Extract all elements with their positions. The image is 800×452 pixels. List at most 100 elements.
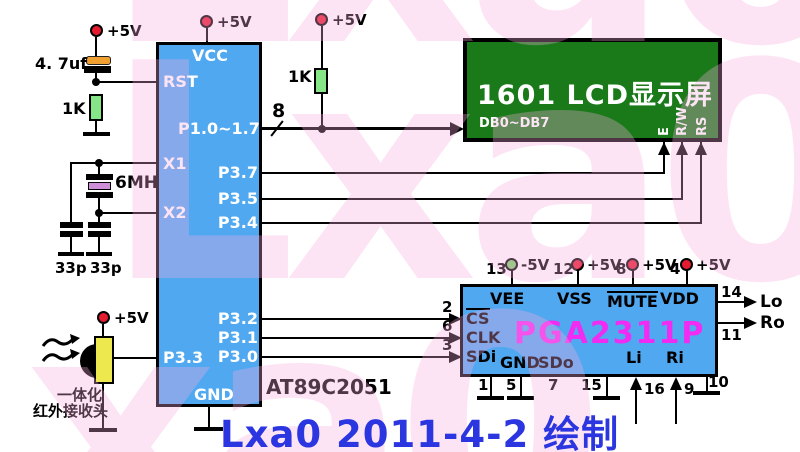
lcd-pin-rs: RS [695,116,710,136]
pga-pin-num: 12 [553,260,574,278]
power-5v-node [626,258,639,271]
junction-dot [318,125,326,133]
wire-p35-rw [262,198,683,200]
pga-pin-num: 4 [670,260,681,278]
mcu-pin-rst: RST [163,72,198,91]
wire [102,324,104,337]
ground-bar [83,132,110,136]
power-5v-node [90,24,103,37]
wire [102,384,104,429]
resistor-1k-label: 1K [62,99,86,118]
wire [321,26,323,68]
power-5v-node [571,258,584,271]
wire-p30-sdi [262,356,450,358]
resistor-1k-label: 1K [288,67,312,86]
arrow-into-pga [449,313,462,325]
wire [577,270,579,284]
arrow-into-ri [670,377,682,390]
pga-pin-num: 11 [721,326,742,344]
pga-name-label: PGA2311P [514,316,706,351]
wire [98,237,100,252]
pga-pin-num: 16 [644,380,665,398]
wire [95,37,97,57]
crystal-plate [86,174,113,180]
supply-label: +5V [217,13,252,31]
capacitor-33p-plate [88,222,111,228]
wire [511,270,513,284]
arrow-into-lcd [676,142,688,155]
wire [70,237,72,252]
mcu-pin-p1: P1.0~1.7 [178,119,260,138]
power-5v-node [680,258,693,271]
power-5v-node [200,15,213,28]
capacitor-33p-label: 33p [90,259,122,277]
wire-p37-e [663,142,665,173]
power-5v-node [315,13,328,26]
mcu-pin-x1: X1 [163,154,187,173]
pga-pin-cs: CS [466,308,490,327]
wire [206,28,208,42]
arrow-into-lcd [658,142,670,155]
crystal-body [88,182,111,190]
wire [208,407,210,428]
capacitor-33p-label: 33p [55,259,87,277]
bus-wire-p1 [262,127,452,130]
arrow-into-pga [449,332,462,344]
ir-label-line2: 红外接收头 [33,402,109,420]
pga-pin-vee: VEE [490,289,525,308]
pga-pin-ri: Ri [666,348,684,367]
lcd-title: 1601 LCD显示屏 [477,80,713,111]
supply-label: +5V [696,256,731,274]
mcu-pin-p30: P3.0 [217,347,258,366]
mcu-pin-p31: P3.1 [217,328,258,347]
resistor-1k-lcd [314,68,328,94]
pga-pin-ro: Ro [760,313,785,333]
wire [606,377,608,397]
resistor-1k-reset [89,94,103,121]
capacitor-4u7-label: 4. 7uf [35,54,88,73]
caption-text: Lxa0 2011-4-2 绘制 [220,413,620,452]
wire-rst [96,81,158,83]
wire [98,163,100,174]
pga-pin-num: 6 [442,317,453,335]
pga-pin-num: 1 [478,376,489,394]
wire-lo [718,301,746,303]
supply-label: +5V [114,309,149,327]
wire-li-in [635,386,637,424]
arrow-out-lo [744,296,757,308]
pga-pin-vdd: VDD [660,289,699,308]
ground-bar [593,396,620,400]
capacitor-33p-plate [88,231,111,237]
arrow-out-ro [744,317,757,329]
pga-pin-num: 13 [486,260,507,278]
pga-pin-clk: CLK [466,328,501,347]
pga-pin-num: 10 [708,373,729,391]
pga-pin-mute-text: MUTE [607,291,658,311]
lcd-pin-e: E [657,127,672,136]
supply-label: +5V [587,256,622,274]
wire-x2 [100,212,158,214]
wire [70,162,72,222]
capacitor-4u7-plate [84,66,111,73]
wire-p34-rs [700,142,702,223]
ground-bar [86,252,112,256]
wire-p34-rs [262,222,702,224]
crystal-label: 6MHz [115,173,168,193]
capacitor-33p-plate [60,231,83,237]
pga-pin-num: 7 [548,376,559,394]
wire-x1 [100,162,158,164]
wire-ri-in [675,386,677,424]
wire-p37-e [262,172,665,174]
wire-ir-p33 [114,357,158,359]
wire [98,213,100,222]
mcu-pin-p34: P3.4 [217,213,258,232]
wire [71,162,99,164]
bus-width-label: 8 [272,100,286,122]
pga-pin-vss: VSS [557,289,592,308]
ir-waves-icon [41,334,80,362]
arrow-into-lcd [695,142,707,155]
wire [632,270,634,284]
lcd-data-bus-label: DB0~DB7 [479,116,550,131]
wire [95,121,97,133]
